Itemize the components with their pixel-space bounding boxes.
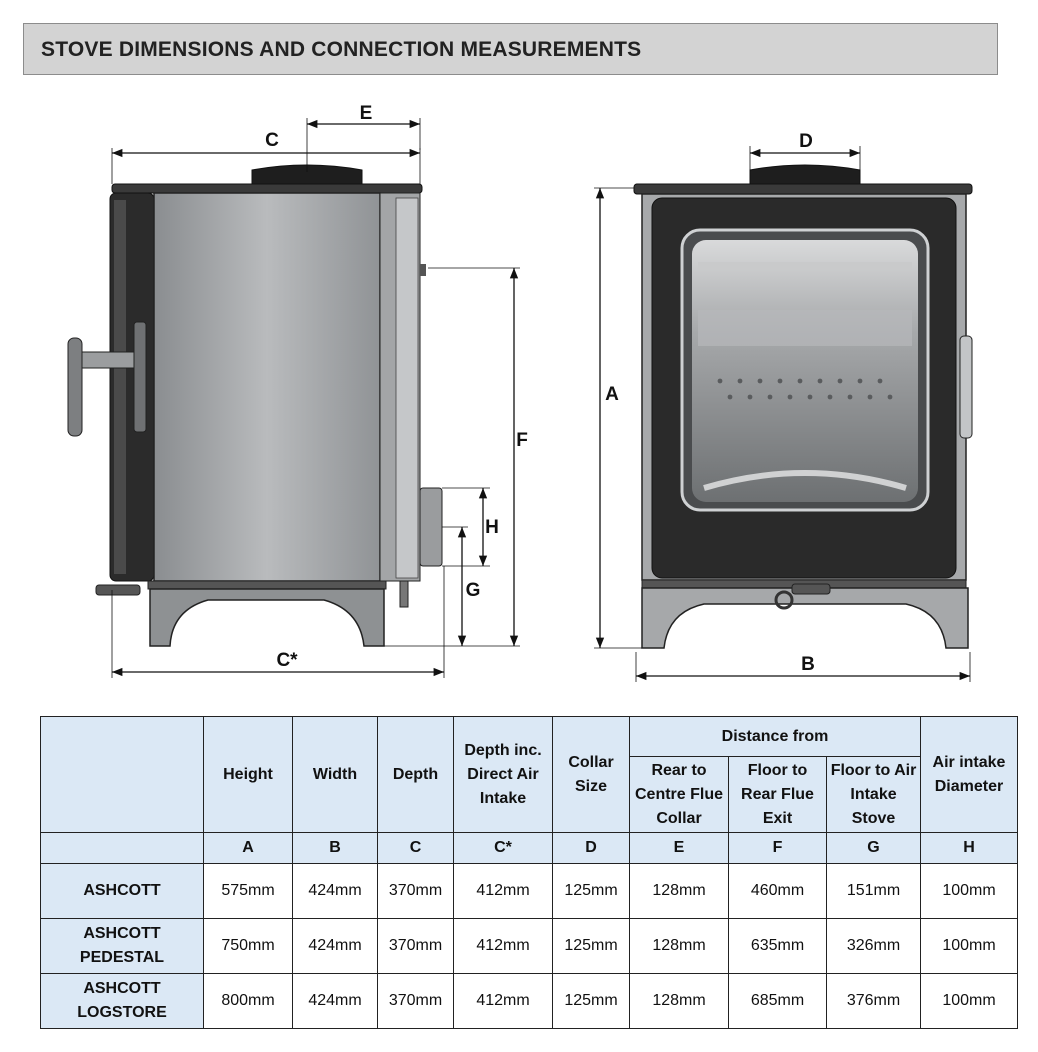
table-cell: 424mm [292, 973, 378, 1029]
letter-cell: B [292, 832, 378, 864]
dimensions-table: Height Width Depth Depth inc. Direct Air… [40, 716, 1018, 1029]
row-name: ASHCOTT PEDESTAL [40, 918, 204, 974]
label-c-star: C* [276, 650, 298, 671]
label-e: E [360, 103, 373, 124]
letter-cell: H [920, 832, 1018, 864]
table-row: ASHCOTT 575mm 424mm 370mm 412mm 125mm 12… [40, 863, 1018, 919]
table-cell: 376mm [826, 973, 921, 1029]
label-a: A [605, 384, 619, 405]
letter-cell: F [728, 832, 827, 864]
label-d: D [799, 131, 813, 152]
table-cell: 800mm [203, 973, 293, 1029]
table-cell: 575mm [203, 863, 293, 919]
table-cell: 151mm [826, 863, 921, 919]
letter-cell: E [629, 832, 729, 864]
table-cell: 125mm [552, 973, 630, 1029]
letter-corner [40, 832, 204, 864]
table-cell: 100mm [920, 863, 1018, 919]
header-depth: Depth [377, 716, 454, 833]
label-f: F [516, 430, 528, 451]
letter-cell: C [377, 832, 454, 864]
label-b: B [801, 654, 815, 675]
table-cell: 370mm [377, 918, 454, 974]
letter-cell: A [203, 832, 293, 864]
table-cell: 100mm [920, 973, 1018, 1029]
table-cell: 685mm [728, 973, 827, 1029]
table-cell: 750mm [203, 918, 293, 974]
table-cell: 424mm [292, 863, 378, 919]
header-depth-inc: Depth inc. Direct Air Intake [453, 716, 553, 833]
row-name: ASHCOTT LOGSTORE [40, 973, 204, 1029]
stove-dimension-diagram: C E F H G C* [67, 103, 973, 682]
label-g: G [466, 580, 481, 601]
front-dimension-lines [594, 146, 971, 682]
table-cell: 100mm [920, 918, 1018, 974]
table-cell: 412mm [453, 918, 553, 974]
header-distance-from: Distance from [629, 716, 921, 757]
table-cell: 370mm [377, 973, 454, 1029]
table-cell: 424mm [292, 918, 378, 974]
side-dimension-lines [111, 118, 520, 678]
table-cell: 125mm [552, 863, 630, 919]
table-cell: 125mm [552, 918, 630, 974]
table-cell: 128mm [629, 918, 729, 974]
section-header: STOVE DIMENSIONS AND CONNECTION MEASUREM… [23, 23, 998, 75]
table-row: ASHCOTT LOGSTORE 800mm 424mm 370mm 412mm… [40, 973, 1018, 1029]
air-holes [717, 378, 893, 400]
table-cell: 635mm [728, 918, 827, 974]
table-row: ASHCOTT PEDESTAL 750mm 424mm 370mm 412mm… [40, 918, 1018, 974]
label-h: H [485, 517, 499, 538]
header-height: Height [203, 716, 293, 833]
table-cell: 128mm [629, 973, 729, 1029]
table-cell: 128mm [629, 863, 729, 919]
table-cell: 460mm [728, 863, 827, 919]
front-view-stove [633, 164, 973, 649]
header-width: Width [292, 716, 378, 833]
header-rear-centre: Rear to Centre Flue Collar [629, 756, 729, 833]
header-floor-air: Floor to Air Intake Stove [826, 756, 921, 833]
table-cell: 326mm [826, 918, 921, 974]
table-cell: 370mm [377, 863, 454, 919]
letter-cell: C* [453, 832, 553, 864]
header-floor-rear: Floor to Rear Flue Exit [728, 756, 827, 833]
section-title: STOVE DIMENSIONS AND CONNECTION MEASUREM… [41, 38, 642, 61]
letter-cell: G [826, 832, 921, 864]
label-c: C [265, 130, 279, 151]
header-air-diameter: Air intake Diameter [920, 716, 1018, 833]
corner-cell [40, 716, 204, 833]
table-cell: 412mm [453, 973, 553, 1029]
table-cell: 412mm [453, 863, 553, 919]
row-name: ASHCOTT [40, 863, 204, 919]
side-view-stove [67, 164, 443, 647]
header-collar: Collar Size [552, 716, 630, 833]
letter-cell: D [552, 832, 630, 864]
